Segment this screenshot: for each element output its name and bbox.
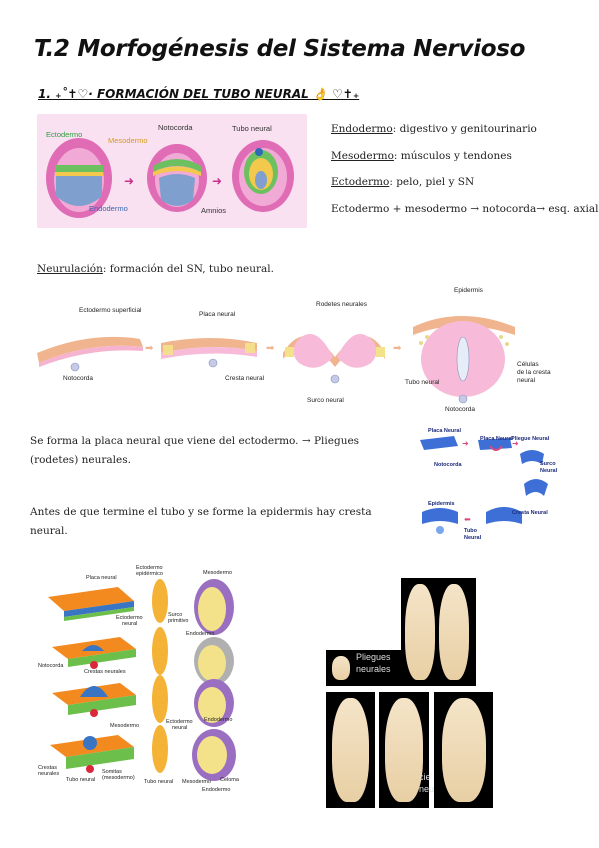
label-cresta-neural: Cresta neural — [225, 375, 265, 382]
label-placa-neural-2: Placa Neural — [480, 436, 514, 442]
embryo-photos-figure: Pliegues neurales cie neu — [326, 578, 493, 808]
svg-text:➜: ➜ — [124, 174, 134, 188]
label-celulas: Células — [517, 361, 539, 368]
label-surco-neural: Surco neural — [307, 397, 344, 404]
definition-line: Endodermo: digestivo y genitourinario — [331, 123, 537, 135]
label-crestas: Crestas — [38, 765, 57, 771]
label-mesodermo: Mesodermo — [108, 136, 148, 145]
label-amnios: Amnios — [201, 206, 227, 215]
label-neu: neu — [419, 784, 435, 794]
neural-folding-figure: ➜ ➜ ⬅ Placa Neural Notocorda Placa Neura… — [414, 424, 560, 548]
label-epidermis: Epidermis — [454, 287, 483, 294]
label-endodermo-3: Endodermo — [202, 787, 231, 793]
label-neural-2: neural — [172, 725, 188, 731]
label-endodermo-2: Endodermo — [204, 717, 233, 723]
label-de-la-cresta: de la cresta — [517, 369, 551, 376]
definition-line: Mesodermo: músculos y tendones — [331, 149, 512, 162]
svg-text:➡: ➡ — [266, 343, 275, 354]
label-notocorda: Notocorda — [158, 123, 193, 132]
label-tubo-neural: Neural — [464, 535, 482, 541]
germ-layers-figure: ➜ ➜ Ectodermo Mesodermo Notocorda Tubo n… — [37, 114, 307, 228]
neural-folding-drawing: ➜ ➜ ⬅ — [420, 436, 548, 534]
label-mesodermo: Mesodermo — [203, 570, 233, 576]
label-epidermico: epidérmico — [136, 571, 163, 577]
germ-layer-definitions: Endodermo: digestivo y genitourinario Me… — [331, 116, 599, 222]
label-neurales: neurales — [356, 664, 391, 674]
paragraph-placa-neural: Se forma la placa neural que viene del e… — [30, 435, 360, 466]
svg-text:➡: ➡ — [145, 343, 154, 354]
embryo-photo-4 — [434, 692, 493, 808]
svg-text:⬅: ⬅ — [464, 515, 471, 524]
label-neural: neural — [122, 621, 138, 627]
label-rodetes-neurales: Rodetes neurales — [316, 301, 367, 308]
svg-text:➜: ➜ — [212, 174, 222, 188]
germ-layers-drawing: ➜ ➜ — [46, 138, 294, 218]
label-primitivo: primitivo — [168, 618, 189, 624]
definition-line: Ectodermo + mesodermo → notocorda→ esq. … — [331, 202, 599, 215]
label-somitas: Somitas — [102, 769, 122, 775]
label-ectodermo-epidermico: Ectodermo — [136, 565, 163, 571]
svg-text:➜: ➜ — [512, 439, 519, 448]
label-epidermis: Epidermis — [428, 501, 455, 507]
svg-text:➜: ➜ — [462, 439, 469, 448]
label-placa-neural: Placa neural — [86, 575, 117, 581]
label-tubo-neural: Tubo neural — [66, 777, 96, 783]
label-placa-neural: Placa neural — [199, 311, 236, 318]
neurulation-drawing: ➡ ➡ ➡ — [37, 316, 515, 404]
label-notocorda: Notocorda — [38, 663, 64, 669]
section-heading: 1. ₊˚✝♡· FORMACIÓN DEL TUBO NEURAL 👌 ♡✝₊ — [38, 87, 360, 101]
label-surco: Surco — [168, 612, 183, 618]
label-celoma: Celoma — [220, 777, 239, 783]
label-crestas-neurales-2: neurales — [38, 771, 60, 777]
neurulation-sequence-figure: ➡ ➡ ➡ Ectodermo superficial Placa neural… — [35, 287, 590, 415]
label-pliegues: Pliegues — [356, 652, 391, 662]
label-crestas-neurales: Crestas neurales — [84, 669, 126, 675]
label-cresta-neural: Cresta Neural — [512, 510, 548, 516]
label-mesodermo-2: Mesodermo — [110, 723, 140, 729]
svg-text:➡: ➡ — [393, 343, 402, 354]
label-tubo-neural-2: Tubo neural — [144, 779, 174, 785]
label-endodermo: Endodermo — [89, 204, 128, 213]
label-tubo-neural: Tubo neural — [232, 124, 272, 133]
neural-tube-stages-figure: Placa neural Ectodermo epidérmico Mesode… — [38, 565, 244, 795]
label-endodermo: Endodermo — [186, 631, 215, 637]
neurulation-definition: Neurulación: formación del SN, tubo neur… — [37, 263, 274, 275]
label-tubo: Tubo — [464, 528, 478, 534]
label-somitas-mesodermo: (mesodermo) — [102, 775, 135, 781]
label-surco-neural: Neural — [540, 468, 558, 474]
neural-tube-stages-drawing — [48, 579, 236, 781]
definition-line: Ectodermo: pelo, piel y SN — [331, 176, 475, 188]
label-pliegue-neural: Pliegue Neural — [511, 436, 550, 442]
label-notocorda-2: Notocorda — [445, 406, 475, 413]
label-ectodermo-neural: Ectodermo — [116, 615, 143, 621]
embryo-photo-1 — [401, 578, 476, 686]
label-cie: cie — [419, 772, 431, 782]
paragraph-cresta-neural: Antes de que termine el tubo y se forme … — [30, 506, 372, 537]
label-ectodermo: Ectodermo — [46, 130, 83, 139]
label-neural: neural — [517, 377, 536, 384]
label-notocorda: Notocorda — [434, 462, 462, 468]
label-placa-neural-1: Placa Neural — [428, 428, 462, 434]
label-ectodermo-superficial: Ectodermo superficial — [79, 307, 142, 314]
label-tubo-neural: Tubo neural — [405, 379, 440, 386]
label-notocorda: Notocorda — [63, 375, 93, 382]
embryo-photo-3: cie neu — [379, 692, 434, 808]
embryo-photo-2 — [326, 692, 375, 808]
label-ectodermo-neural-2: Ectodermo — [166, 719, 193, 725]
label-mesodermo-3: Mesodermo — [182, 779, 212, 785]
embryo-photo-inset: Pliegues neurales — [326, 650, 404, 686]
page-title: T.2 Morfogénesis del Sistema Nervioso — [34, 36, 526, 62]
label-surco: Surco — [540, 461, 556, 467]
